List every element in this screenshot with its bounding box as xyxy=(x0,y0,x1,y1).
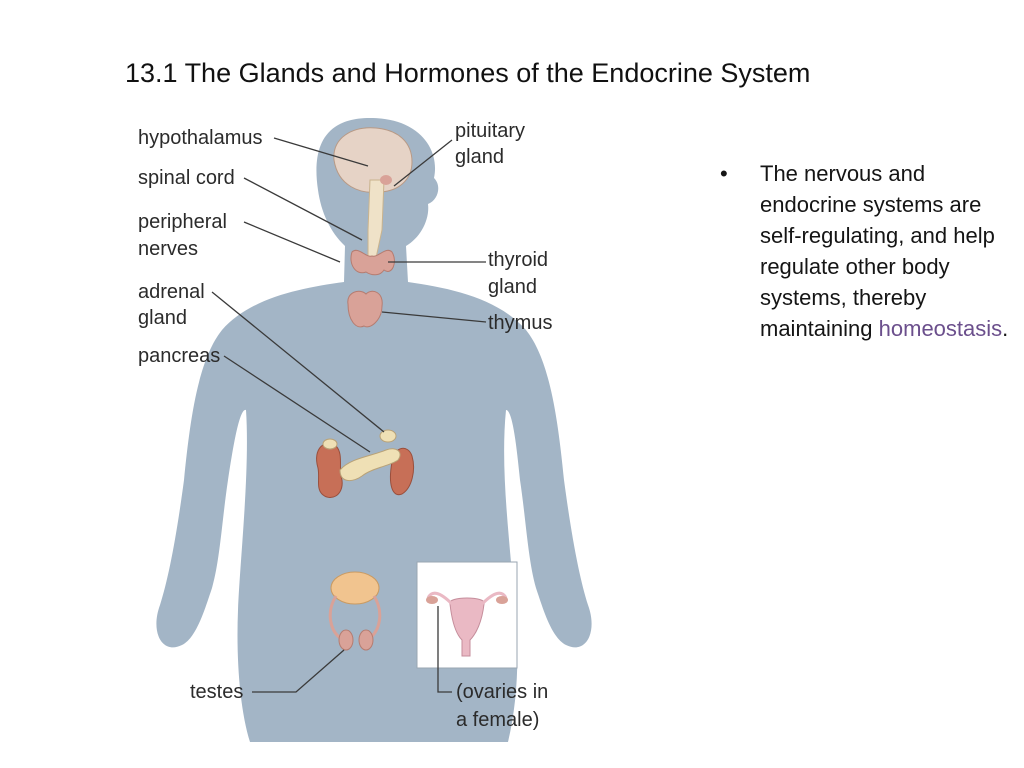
adrenal-gland-left xyxy=(322,438,338,450)
thymus xyxy=(347,290,383,328)
leader-peripheral-nerves xyxy=(243,221,341,263)
label-adrenal-1: adrenal xyxy=(138,281,205,303)
leader-ovaries xyxy=(437,606,452,693)
bladder xyxy=(330,571,380,605)
label-spinal-cord: spinal cord xyxy=(138,167,235,189)
pancreas xyxy=(339,448,401,481)
label-thyroid-2: gland xyxy=(488,276,537,298)
slide-title: 13.1 The Glands and Hormones of the Endo… xyxy=(125,58,811,88)
bullet-point: • The nervous and endocrine systems are … xyxy=(720,158,1010,344)
leader-testes xyxy=(252,649,345,693)
label-peripheral-1: peripheral xyxy=(138,211,227,233)
leader-pituitary xyxy=(393,139,453,187)
uterus xyxy=(449,597,485,657)
homeostasis-term: homeostasis xyxy=(878,316,1003,341)
label-ovaries-1: (ovaries in xyxy=(456,681,548,703)
leader-pancreas xyxy=(223,355,371,453)
label-hypothalamus: hypothalamus xyxy=(138,127,263,149)
brain xyxy=(333,127,413,193)
bullet-end: . xyxy=(1002,316,1009,341)
left-kidney xyxy=(316,442,343,498)
bullet-body: The nervous and endocrine systems are se… xyxy=(760,158,1010,344)
ovaries xyxy=(426,596,438,604)
label-thymus: thymus xyxy=(488,312,552,334)
leader-thymus xyxy=(381,311,487,323)
bullet-text: The nervous and endocrine systems are se… xyxy=(760,161,995,341)
testes-right xyxy=(358,629,374,651)
fallopian-tubes xyxy=(426,591,508,606)
label-peripheral-2: nerves xyxy=(138,238,198,260)
thyroid-gland xyxy=(350,249,395,276)
leader-spinal-cord xyxy=(243,177,363,241)
leader-hypothalamus xyxy=(273,137,369,167)
testes xyxy=(338,629,354,651)
label-thyroid-1: thyroid xyxy=(488,249,548,271)
pituitary-gland xyxy=(380,175,392,185)
adrenal-gland xyxy=(379,429,397,443)
bullet-mark: • xyxy=(720,161,728,186)
leader-adrenal xyxy=(211,291,385,433)
label-testes: testes xyxy=(190,681,243,703)
label-pituitary-2: gland xyxy=(455,146,504,168)
label-pituitary-1: pituitary xyxy=(455,120,525,142)
ovaries-right xyxy=(496,596,508,604)
label-adrenal-2: gland xyxy=(138,307,187,329)
label-pancreas: pancreas xyxy=(138,345,220,367)
label-ovaries-2: a female) xyxy=(456,709,539,731)
